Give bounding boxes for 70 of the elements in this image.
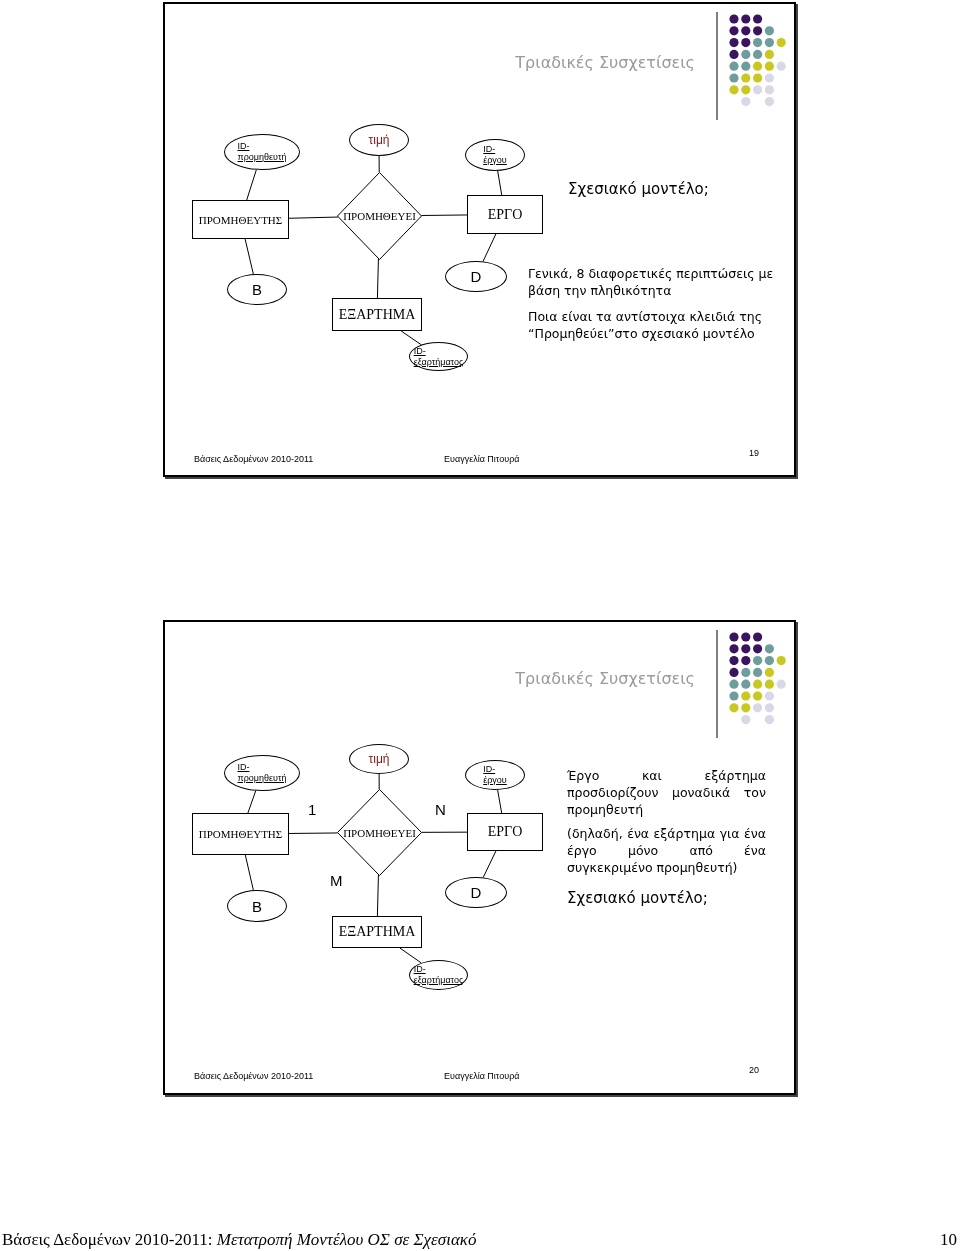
slide-title: Τριαδικές Συσχετίσεις bbox=[515, 669, 695, 688]
connector-line bbox=[399, 947, 422, 964]
connector-line bbox=[421, 831, 468, 833]
connector-line bbox=[288, 832, 338, 834]
connector-line bbox=[244, 854, 254, 891]
page-number: 20 bbox=[749, 1065, 759, 1075]
node-label: τιμή bbox=[368, 133, 390, 147]
node-label: ΕΞΑΡΤΗΜΑ bbox=[338, 924, 416, 940]
footer-text: Βάσεις Δεδομένων 2010-2011 bbox=[194, 1071, 314, 1081]
connector-line bbox=[400, 330, 422, 346]
entity-box bbox=[332, 916, 422, 948]
attribute-ellipse bbox=[349, 744, 409, 774]
connector-line bbox=[247, 790, 257, 814]
connector-line bbox=[244, 238, 254, 275]
connector-line bbox=[497, 170, 503, 196]
node-label: ΠΡΟΜΗΘΕΥΕΙ bbox=[343, 826, 416, 839]
node-label: ΕΡΓΟ bbox=[487, 206, 523, 223]
slide-panel bbox=[163, 2, 796, 477]
body-text: (δηλαδή, ένα εξάρτημα για ένα έργο μόνο από ένα συγκεκριμένο προμηθευτή) bbox=[567, 826, 766, 877]
slide-title: Τριαδικές Συσχετίσεις bbox=[515, 53, 695, 72]
footer-text: Βάσεις Δεδομένων 2010-2011 bbox=[194, 454, 314, 464]
relationship-diamond bbox=[337, 172, 422, 260]
connector-line bbox=[378, 155, 380, 173]
connector-line bbox=[246, 169, 257, 201]
body-text: Σχεσιακό μοντέλο; bbox=[567, 888, 708, 909]
node-label: ID- προμηθευτή bbox=[237, 762, 287, 784]
entity-box bbox=[467, 813, 543, 851]
node-label: ΕΡΓΟ bbox=[487, 824, 523, 840]
body-text: Γενικά, 8 διαφορετικές περιπτώσεις με βάση την πληθικότητα bbox=[528, 266, 775, 300]
body-text: Έργο και εξάρτημα προσδιορίζουν μοναδικά τον προμηθευτή bbox=[567, 768, 766, 819]
node-label: D bbox=[470, 884, 482, 901]
footer-text: Ευαγγελία Πιτουρά bbox=[444, 1071, 520, 1081]
body-text: Σχεσιακό μοντέλο; bbox=[568, 179, 709, 200]
key-attribute-ellipse bbox=[465, 139, 525, 171]
key-attribute-ellipse bbox=[465, 760, 525, 790]
node-label: ΕΞΑΡΤΗΜΑ bbox=[338, 306, 416, 323]
entity-box bbox=[332, 298, 422, 331]
entity-box bbox=[467, 195, 543, 234]
connector-line bbox=[378, 773, 380, 790]
node-label: D bbox=[470, 268, 482, 285]
connector-line bbox=[482, 850, 497, 878]
attribute-ellipse bbox=[227, 274, 287, 305]
node-label: τιμή bbox=[368, 752, 390, 766]
page-footer: Βάσεις Δεδομένων 2010-2011: Μετατροπή Μοντέλου ΟΣ σε Σχεσιακό bbox=[2, 1230, 477, 1250]
connector-line bbox=[376, 258, 379, 299]
node-label: B bbox=[252, 897, 262, 915]
slide-panel bbox=[163, 620, 796, 1095]
page-number: 19 bbox=[749, 448, 759, 458]
body-text: Ποια είναι τα αντίστοιχα κλειδιά της “Προμηθεύει”στο σχεσιακό μοντέλο bbox=[528, 309, 763, 343]
node-label: ID- προμηθευτή bbox=[237, 141, 287, 163]
connector-line bbox=[497, 789, 503, 814]
connector-line bbox=[288, 216, 339, 219]
node-label: ID- εξαρτήματος bbox=[413, 345, 464, 368]
node-label: ΠΡΟΜΗΘΕΥΤΗΣ bbox=[198, 213, 283, 226]
connector-line bbox=[421, 214, 468, 216]
node-label: ID- εξαρτήματος bbox=[413, 964, 464, 986]
page-number: 10 bbox=[940, 1230, 957, 1250]
node-label: ΠΡΟΜΗΘΕΥΕΙ bbox=[343, 210, 416, 222]
connector-line bbox=[376, 874, 379, 917]
node-label: B bbox=[252, 281, 262, 298]
node-label: ID- έργου bbox=[483, 764, 507, 786]
connector-line bbox=[482, 233, 497, 262]
node-label: ID- έργου bbox=[483, 144, 507, 166]
entity-box bbox=[192, 200, 289, 239]
attribute-ellipse bbox=[349, 124, 409, 156]
attribute-ellipse bbox=[227, 890, 287, 922]
entity-box bbox=[192, 813, 289, 855]
footer-text: Ευαγγελία Πιτουρά bbox=[444, 454, 520, 464]
relationship-diamond bbox=[337, 789, 422, 876]
node-label: ΠΡΟΜΗΘΕΥΤΗΣ bbox=[198, 828, 283, 840]
